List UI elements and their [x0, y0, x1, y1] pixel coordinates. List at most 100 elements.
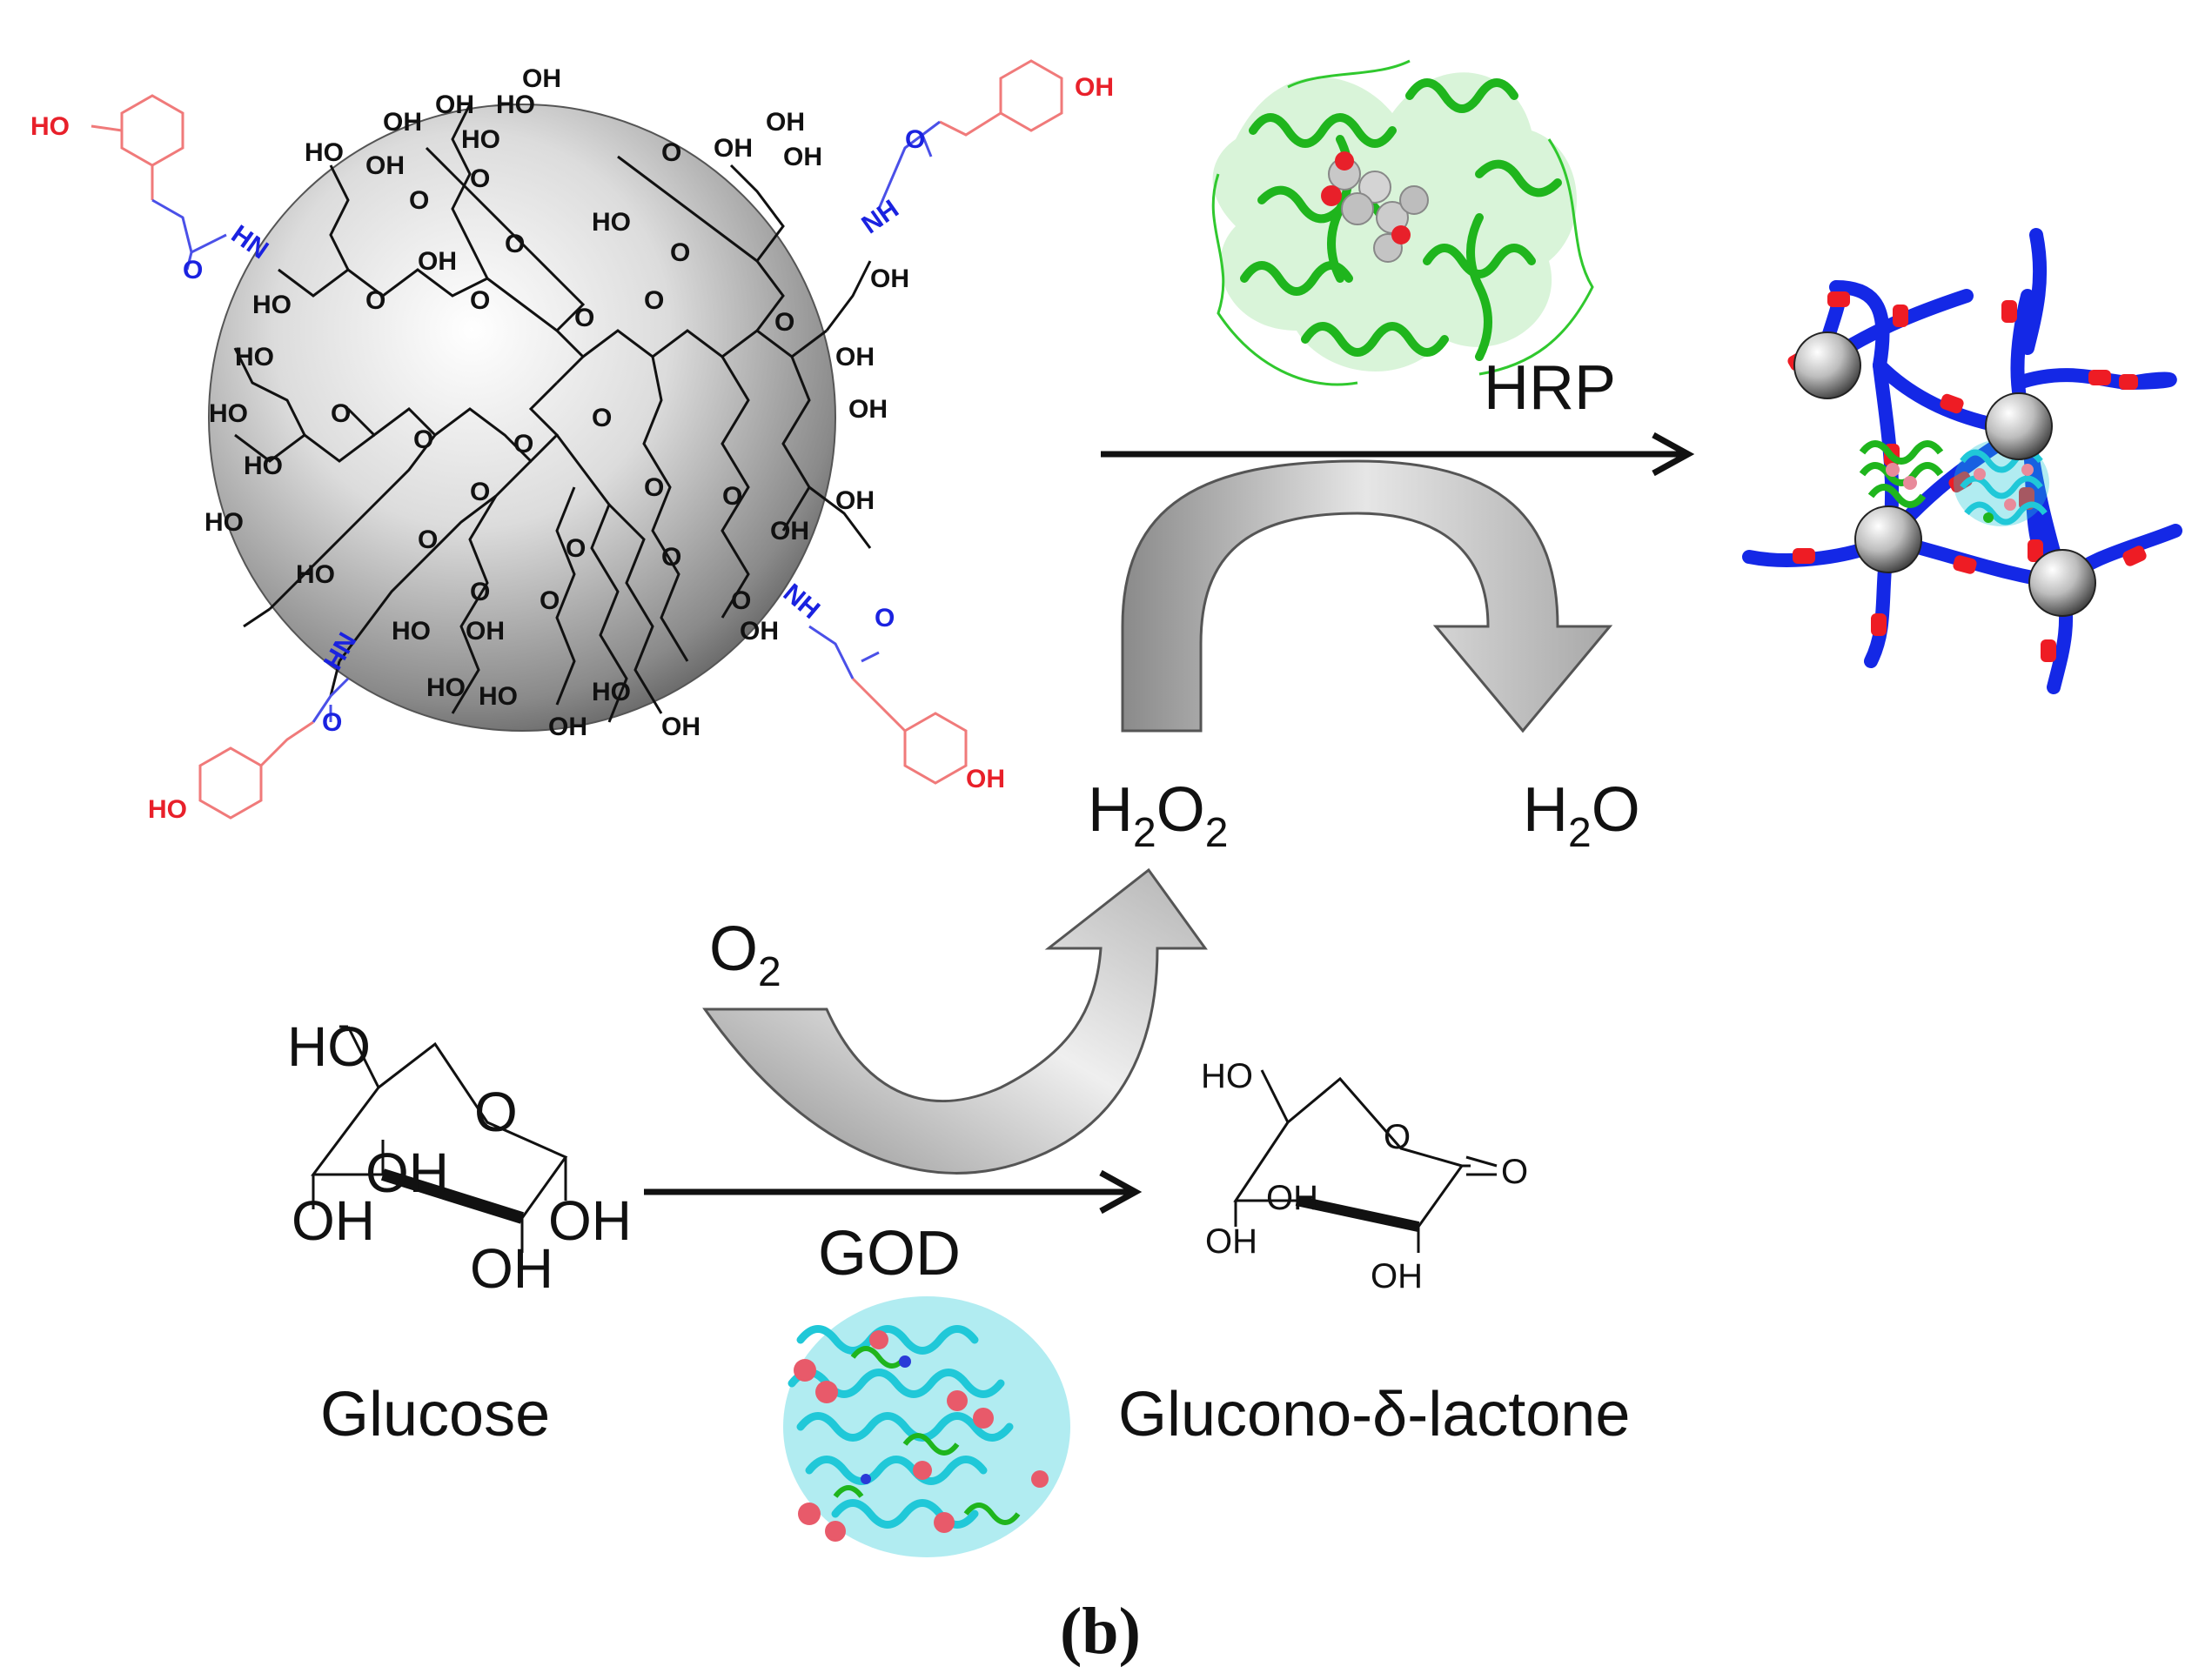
- svg-text:OH: OH: [365, 151, 405, 180]
- hydrogel-network: [1742, 228, 2182, 694]
- svg-text:H2O2: H2O2: [1088, 775, 1228, 856]
- h2o2-label: H2O2: [1088, 775, 1228, 856]
- svg-text:O: O: [661, 138, 681, 167]
- svg-text:HO: HO: [1201, 1057, 1253, 1095]
- svg-text:HO: HO: [209, 399, 248, 428]
- svg-text:O: O: [1384, 1118, 1411, 1156]
- god-enzyme-structure: [783, 1296, 1070, 1557]
- svg-text:O: O: [470, 286, 490, 315]
- svg-text:O: O: [470, 578, 490, 606]
- svg-text:OH: OH: [661, 713, 700, 741]
- svg-text:O: O: [644, 473, 664, 502]
- svg-text:O: O: [592, 404, 612, 432]
- svg-text:O: O: [513, 430, 533, 458]
- svg-text:OH: OH: [966, 765, 1005, 793]
- hrp-reaction-arrow: [1101, 432, 1695, 477]
- phenol-arm-top-left: HO O HN: [30, 94, 273, 284]
- svg-text:HO: HO: [252, 291, 292, 319]
- glucose-structure: HO O OH OH OH OH: [287, 1015, 632, 1300]
- svg-text:O: O: [183, 256, 203, 284]
- svg-text:O: O: [574, 304, 594, 332]
- network-hrp: [1859, 440, 1944, 508]
- svg-text:O: O: [566, 534, 586, 563]
- svg-text:OH: OH: [766, 108, 805, 137]
- dendrimer-labels: OH OH HO HO OH HO OH O O OH OH OH O HO O…: [204, 64, 909, 741]
- svg-text:O: O: [774, 308, 794, 337]
- hrp-label: HRP: [1484, 353, 1616, 423]
- svg-text:HO: HO: [305, 138, 344, 167]
- svg-text:HO: HO: [461, 125, 500, 154]
- svg-text:O: O: [505, 230, 525, 258]
- svg-text:HO: HO: [204, 508, 244, 537]
- hrp-heme: [1321, 151, 1429, 263]
- svg-text:O: O: [331, 399, 351, 428]
- svg-text:OH: OH: [1205, 1222, 1257, 1261]
- svg-text:HO: HO: [296, 560, 335, 589]
- phenol-arm-top-right: OH O NH: [856, 59, 1114, 240]
- svg-text:HO: HO: [30, 112, 70, 141]
- svg-text:OH: OH: [383, 108, 422, 137]
- svg-text:O: O: [413, 425, 433, 454]
- svg-text:O: O: [540, 586, 560, 615]
- svg-text:O: O: [470, 478, 490, 506]
- network-god: [1954, 439, 2049, 526]
- svg-text:O: O: [722, 482, 742, 511]
- svg-text:O: O: [474, 1081, 518, 1143]
- svg-text:NH: NH: [856, 195, 903, 240]
- svg-text:H2O: H2O: [1523, 775, 1640, 856]
- svg-text:HO: HO: [426, 673, 466, 702]
- svg-text:OH: OH: [1371, 1257, 1423, 1295]
- svg-text:OH: OH: [783, 143, 822, 171]
- svg-text:O: O: [644, 286, 664, 315]
- svg-text:O: O: [875, 604, 895, 633]
- peroxide-generation-arrow: [702, 867, 1208, 1175]
- network-crosslink-nodes: [1793, 331, 2096, 617]
- svg-text:OH: OH: [466, 617, 505, 646]
- svg-text:HO: HO: [235, 343, 274, 371]
- svg-text:OH: OH: [435, 90, 474, 119]
- svg-text:O: O: [731, 586, 751, 615]
- svg-text:OH: OH: [548, 1189, 632, 1252]
- svg-text:O: O: [418, 525, 438, 554]
- peroxide-consumption-arrow: [1121, 459, 1613, 733]
- svg-text:HO: HO: [287, 1015, 371, 1078]
- svg-text:OH: OH: [835, 343, 875, 371]
- dendrimer-skeleton: [233, 104, 872, 723]
- svg-text:OH: OH: [470, 1237, 553, 1300]
- svg-text:OH: OH: [770, 517, 809, 545]
- svg-text:OH: OH: [522, 64, 561, 93]
- panel-caption: (b): [1060, 1595, 1141, 1668]
- svg-text:HO: HO: [496, 90, 535, 119]
- phenol-arm-bottom-right: OH O NH: [778, 579, 1005, 793]
- svg-text:HO: HO: [592, 208, 631, 237]
- svg-text:HO: HO: [148, 795, 187, 824]
- o2-label: O2: [709, 914, 781, 995]
- svg-text:O: O: [409, 186, 429, 215]
- svg-text:OH: OH: [418, 247, 457, 276]
- hrp-enzyme-structure: [1211, 59, 1594, 386]
- polyglycerol-sphere: OH OH HO HO OH HO OH O O OH OH OH O HO O…: [204, 64, 909, 741]
- svg-text:OH: OH: [870, 264, 909, 293]
- svg-text:O2: O2: [709, 914, 781, 995]
- svg-text:O: O: [670, 238, 690, 267]
- glucose-label: Glucose: [320, 1380, 550, 1449]
- svg-text:OH: OH: [292, 1189, 375, 1252]
- h2o-label: H2O: [1523, 775, 1640, 856]
- svg-text:HO: HO: [592, 678, 631, 706]
- svg-text:OH: OH: [1075, 73, 1114, 102]
- svg-text:OH: OH: [1266, 1179, 1318, 1217]
- svg-text:OH: OH: [714, 134, 753, 163]
- god-label: GOD: [818, 1219, 961, 1288]
- god-reaction-arrow: [644, 1169, 1143, 1215]
- svg-text:OH: OH: [848, 395, 888, 424]
- svg-text:O: O: [661, 543, 681, 572]
- svg-text:OH: OH: [835, 486, 875, 515]
- svg-text:O: O: [322, 708, 342, 737]
- svg-text:O: O: [1501, 1153, 1528, 1191]
- svg-text:HO: HO: [244, 452, 283, 480]
- svg-text:O: O: [905, 125, 925, 154]
- gluconolactone-structure: HO O O OH OH OH: [1201, 1057, 1528, 1295]
- svg-text:HO: HO: [392, 617, 431, 646]
- svg-text:OH: OH: [365, 1141, 449, 1204]
